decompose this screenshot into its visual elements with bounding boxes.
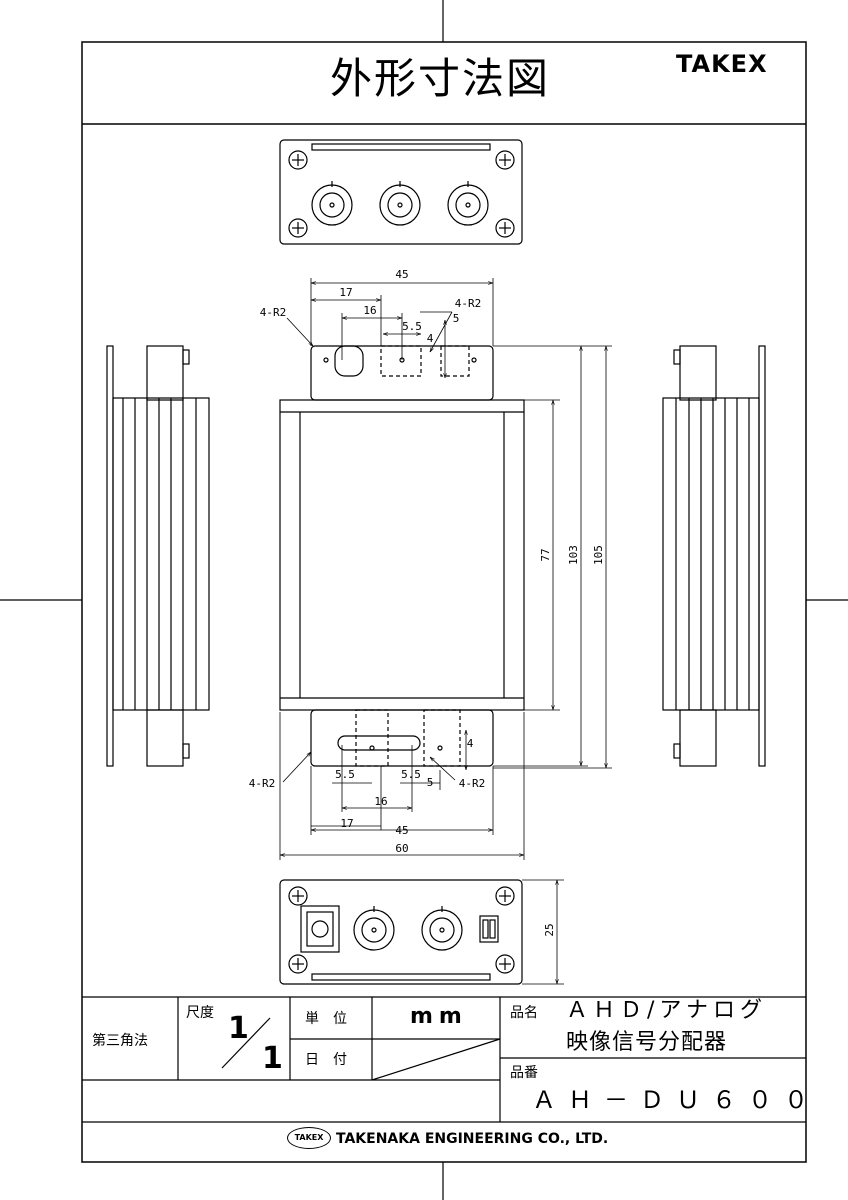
dim-bottom-4: 4	[467, 737, 474, 750]
scale-denominator: 1	[262, 1041, 283, 1076]
main-plan-view	[279, 345, 525, 767]
dip-switch-icon	[479, 915, 499, 943]
scale-numerator: 1	[228, 1011, 249, 1046]
dc-jack-icon	[300, 905, 340, 953]
dim-25: 25	[543, 923, 556, 936]
product-name-line1: ＡＨＤ/アナログ	[566, 998, 767, 1023]
projection-label: 第三角法	[92, 1033, 148, 1049]
dim-bottom-16: 16	[374, 795, 387, 808]
screw-icon	[495, 886, 515, 906]
unit-value: mm	[410, 1004, 468, 1029]
dim-top-5: 5	[453, 312, 460, 325]
dim-top-17: 17	[339, 286, 352, 299]
dim-bottom-5-5-a: 5.5	[335, 768, 355, 781]
dim-bottom-4-r2: 4-R2	[459, 777, 486, 790]
bnc-connector	[447, 181, 489, 226]
dim-top-5-5: 5.5	[402, 320, 422, 333]
screw-icon	[288, 150, 308, 170]
date-label: 日 付	[305, 1052, 347, 1068]
dim-top-4: 4	[427, 332, 434, 345]
dimension-lines	[279, 278, 612, 860]
product-name-line2: 映像信号分配器	[566, 1030, 728, 1055]
screw-icon	[495, 954, 515, 974]
right-side-view	[662, 345, 766, 767]
screw-icon	[288, 218, 308, 238]
brand-logo: TAKEX	[676, 50, 768, 78]
dim-bottom-5: 5	[427, 776, 434, 789]
dim-bottom-left-4-r2: 4-R2	[249, 777, 276, 790]
dim-top-left-4-r2: 4-R2	[260, 306, 287, 319]
part-number: ＡＨ－ＤＵ６００	[532, 1086, 820, 1114]
screw-icon	[288, 954, 308, 974]
scale-label: 尺度	[186, 1005, 214, 1021]
company-name: TAKENAKA ENGINEERING CO., LTD.	[336, 1131, 609, 1147]
page-title: 外形寸法図	[329, 54, 550, 103]
drawing-frame	[81, 41, 807, 1163]
dim-bottom-17: 17	[340, 817, 353, 830]
screw-icon	[495, 150, 515, 170]
bnc-connector	[379, 181, 421, 226]
dim-bottom-5-5-b: 5.5	[401, 768, 421, 781]
product-name-label: 品名	[510, 1005, 538, 1021]
dim-77: 77	[539, 548, 552, 561]
top-end-view	[279, 139, 523, 245]
bnc-connector	[421, 906, 463, 951]
dim-bottom-45: 45	[395, 824, 408, 837]
dim-bottom-60: 60	[395, 842, 408, 855]
dim-top-4-r2: 4-R2	[455, 297, 482, 310]
title-block-grid	[82, 996, 806, 1123]
left-side-view	[106, 345, 210, 767]
dim-103: 103	[567, 545, 580, 565]
bottom-end-view	[279, 879, 564, 985]
dim-top-45: 45	[395, 268, 408, 281]
company-logo: TAKEX	[287, 1127, 331, 1149]
dim-top-16: 16	[363, 304, 376, 317]
unit-label: 単 位	[305, 1011, 347, 1027]
screw-icon	[288, 886, 308, 906]
part-number-label: 品番	[510, 1065, 538, 1081]
bnc-connector	[311, 181, 353, 226]
bnc-connector	[353, 906, 395, 951]
screw-icon	[495, 218, 515, 238]
dim-105: 105	[592, 545, 605, 565]
dimension-texts: 45 17 16 5.5 4-R2 4-R2 4 5 4-R2 5.5 5.5 …	[249, 268, 605, 937]
